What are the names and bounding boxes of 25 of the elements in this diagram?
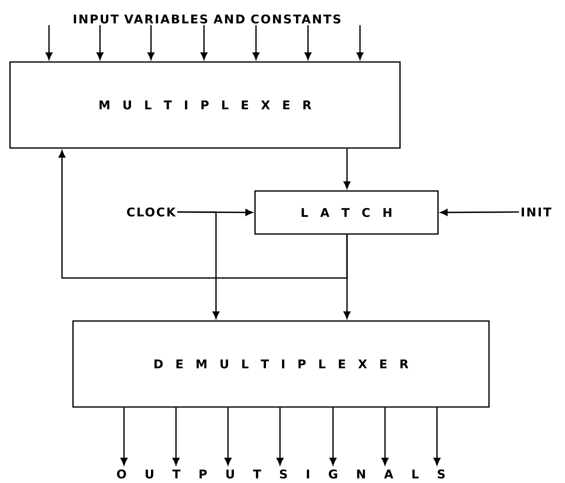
latch-box: L A T C H [254,190,439,235]
arrow [120,408,128,466]
output-label: O U T P U T S I G N A L S [117,469,445,479]
arrow [252,25,260,60]
arrow [276,408,284,466]
arrow [177,211,220,319]
arrow [356,25,364,60]
arrow [330,408,336,466]
multiplexer-box: M U L T I P L E X E R [9,61,401,149]
arrow [172,408,180,466]
arrow [440,209,519,216]
arrow [200,25,208,60]
arrow [46,25,52,60]
input-label: INPUT VARIABLES AND CONSTANTS [74,14,340,24]
demultiplexer-box: D E M U L T I P L E X E R [72,320,490,408]
arrow [434,408,440,466]
arrow [224,408,232,466]
arrow [148,25,154,60]
clock-label: CLOCK [127,207,176,217]
arrow [96,25,104,60]
arrow [304,25,312,60]
arrow [382,408,388,466]
arrow [58,150,348,279]
init-label: INIT [522,208,552,216]
arrow [344,148,350,189]
